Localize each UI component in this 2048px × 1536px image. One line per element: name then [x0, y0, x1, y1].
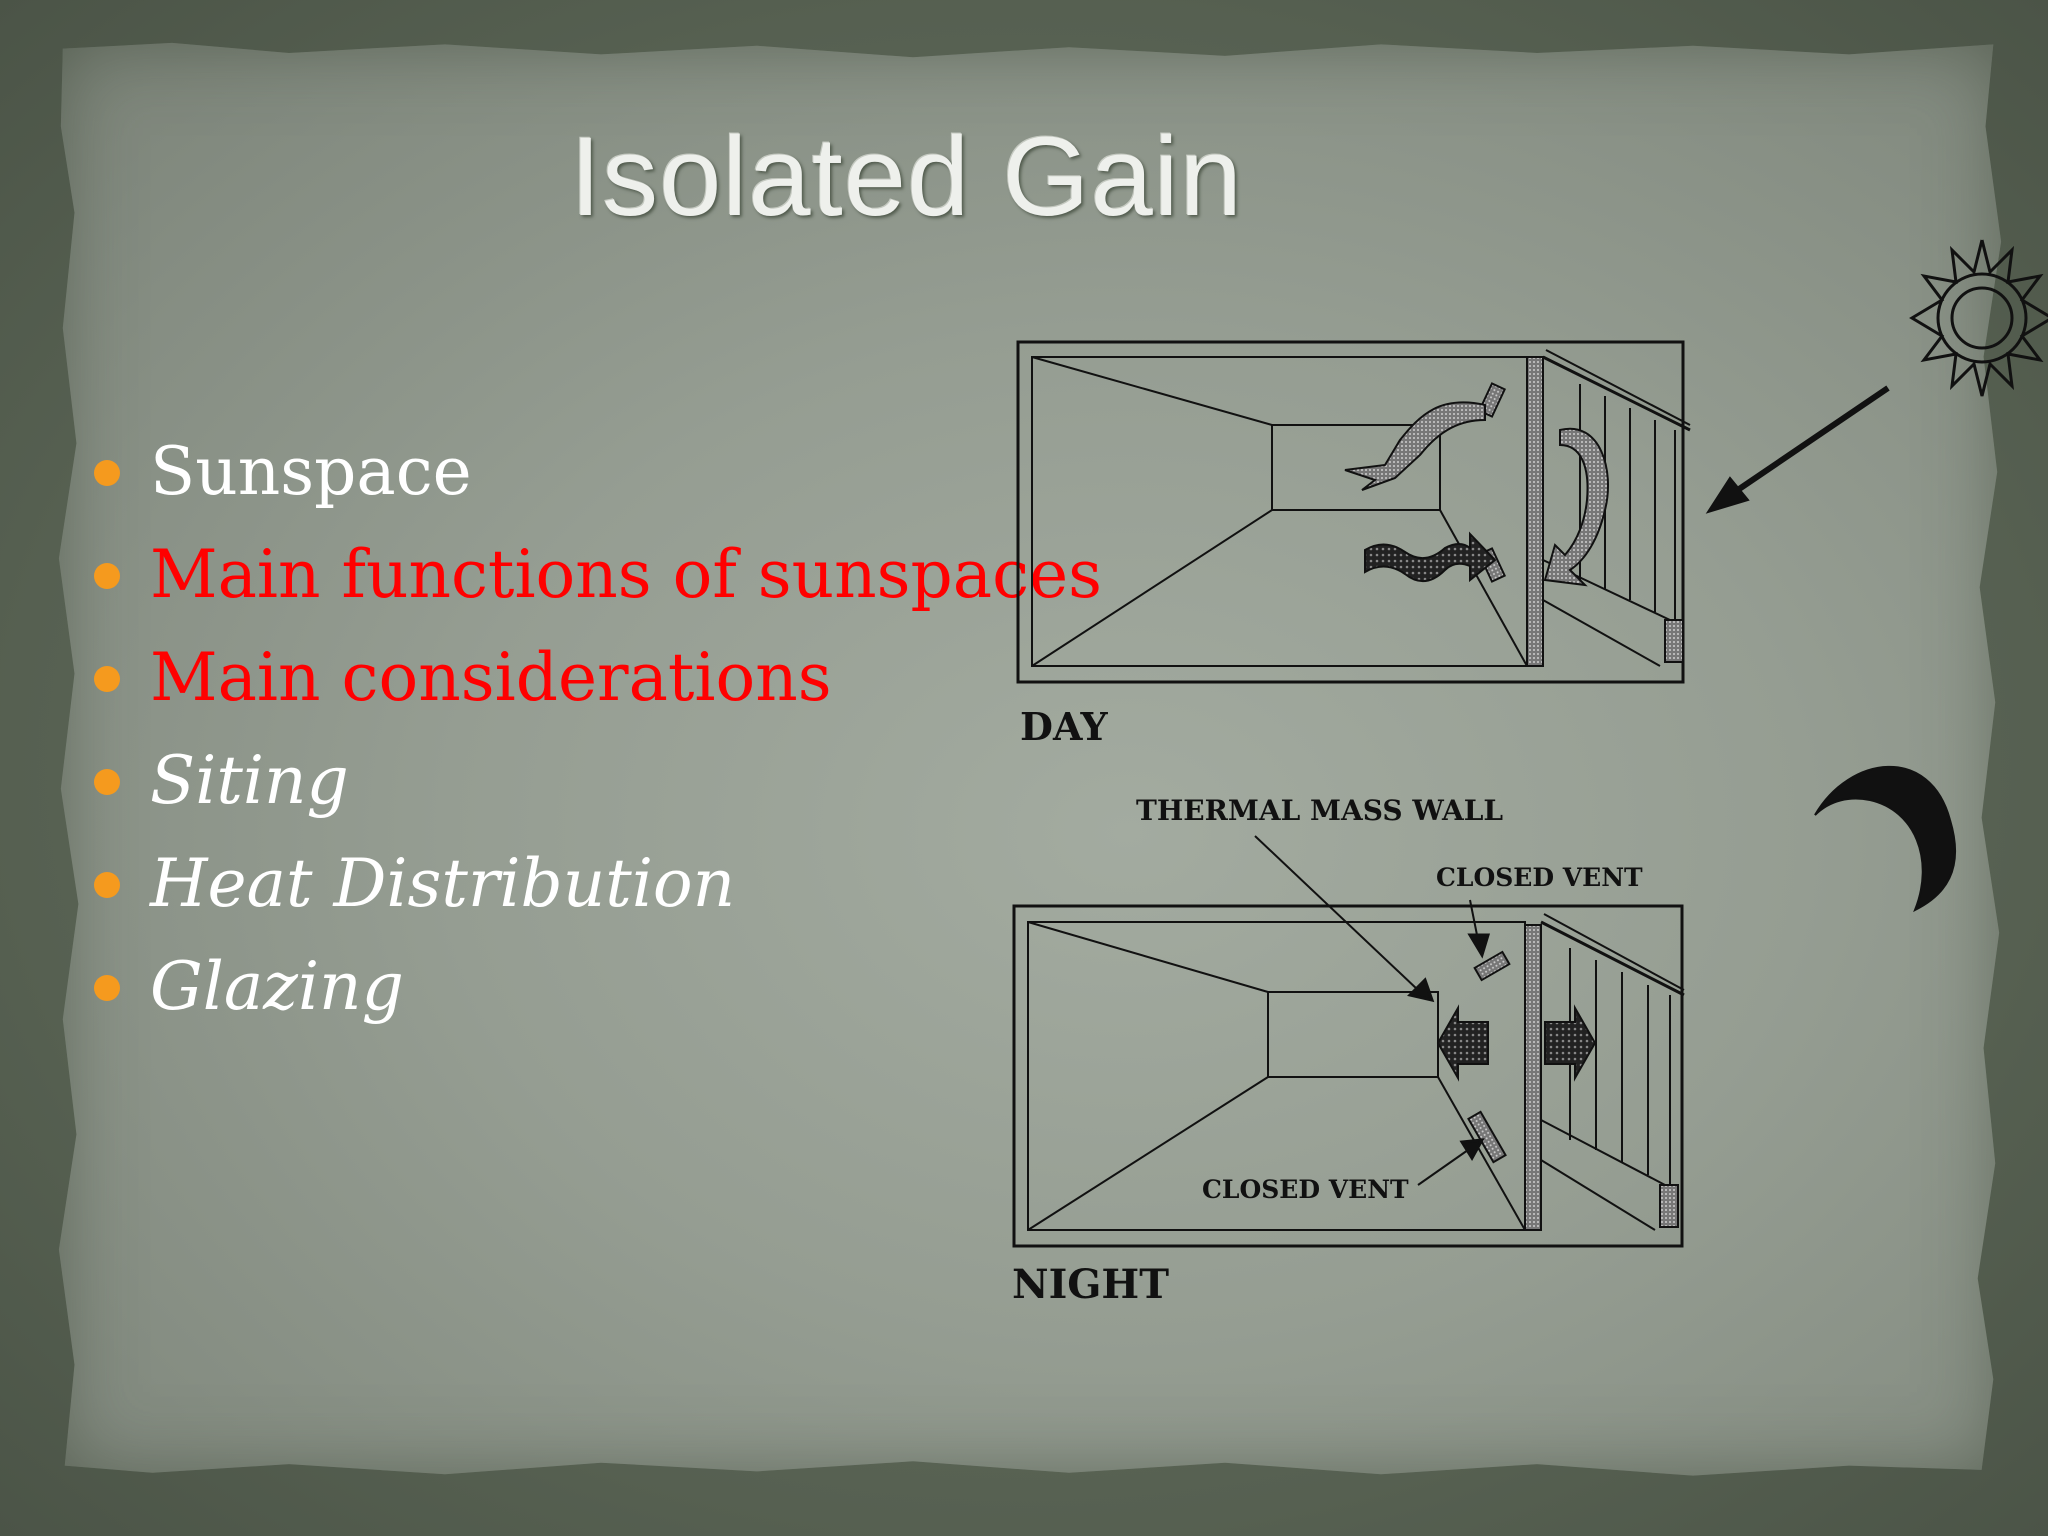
bullet-item: Glazing: [90, 935, 1102, 1038]
bullet-item: Siting: [90, 729, 1102, 832]
bullet-list: Sunspace Main functions of sunspaces Mai…: [90, 420, 1102, 1038]
bullet-text: Main functions of sunspaces: [150, 536, 1103, 613]
day-label: DAY: [1020, 704, 1109, 749]
bullet-text: Main considerations: [150, 639, 832, 716]
closed-vent-bottom-label: CLOSED VENT: [1202, 1175, 1409, 1204]
bullet-dot-icon: [94, 769, 120, 795]
sun-icon: [1909, 239, 2048, 397]
bullet-item: Sunspace: [90, 420, 1102, 523]
bullet-dot-icon: [94, 563, 120, 589]
moon-icon: [1814, 765, 1956, 913]
bullet-text: Heat Distribution: [150, 845, 736, 922]
bullet-dot-icon: [94, 666, 120, 692]
paper-background: [58, 42, 2002, 1476]
day-diagram: [1016, 340, 1890, 684]
day-house-outline: [1016, 340, 1685, 684]
bullet-text: Glazing: [150, 948, 404, 1025]
bullet-text: Sunspace: [150, 433, 472, 510]
bullet-text: Siting: [150, 742, 349, 819]
bullet-dot-icon: [94, 975, 120, 1001]
night-diagram: [1012, 835, 1685, 1248]
closed-vent-top-label: CLOSED VENT: [1436, 863, 1643, 892]
bullet-dot-icon: [94, 460, 120, 486]
night-house-outline: [1012, 904, 1684, 1248]
thermal-mass-wall-label: THERMAL MASS WALL: [1136, 794, 1503, 827]
slide-title: Isolated Gain: [570, 114, 1243, 239]
night-label: NIGHT: [1012, 1261, 1169, 1308]
bullet-item: Main functions of sunspaces: [90, 523, 1102, 626]
bullet-item: Main considerations: [90, 626, 1102, 729]
bullet-item: Heat Distribution: [90, 832, 1102, 935]
bullet-dot-icon: [94, 872, 120, 898]
